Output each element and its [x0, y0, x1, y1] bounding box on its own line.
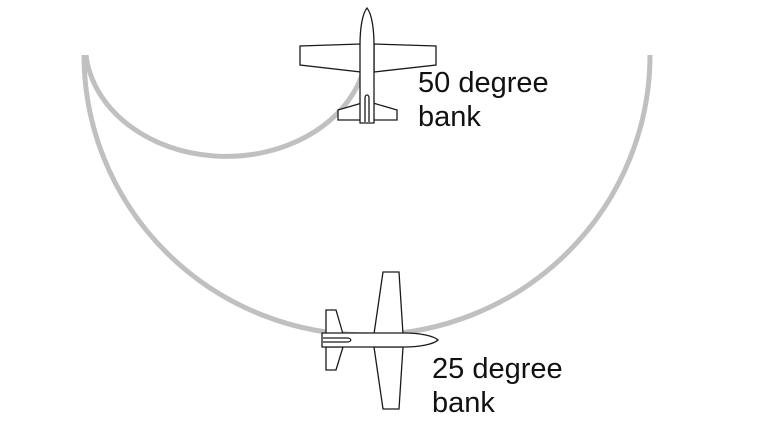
label-25-line1: 25 degree [432, 353, 563, 385]
label-25-degree-bank: 25 degree bank [432, 352, 563, 420]
label-50-degree-bank: 50 degree bank [418, 66, 549, 134]
label-50-line1: 50 degree [418, 67, 549, 99]
tight-turn-path [83, 54, 365, 159]
airplane-50-degree-icon [299, 6, 437, 124]
label-25-line2: bank [432, 387, 495, 419]
label-50-line2: bank [418, 101, 481, 133]
airplane-25-degree-icon [321, 271, 439, 410]
